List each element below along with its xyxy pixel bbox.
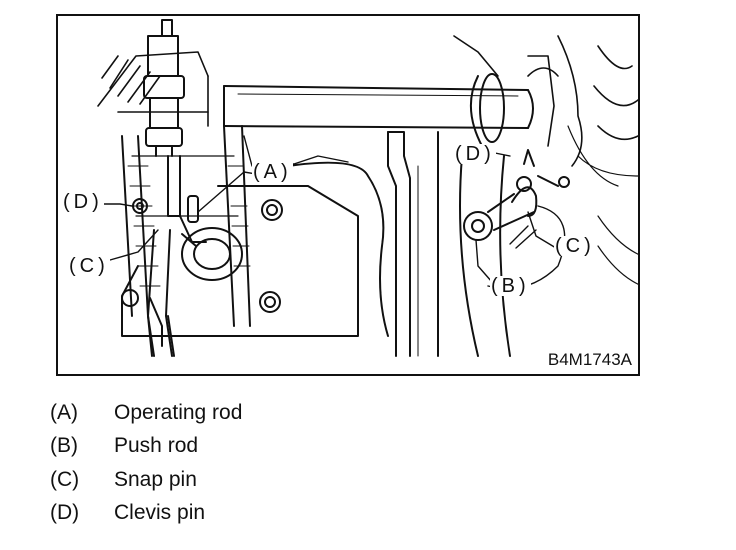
legend: (A) Operating rod (B) Push rod (C) Snap … [50, 396, 242, 530]
legend-key: (C) [50, 467, 80, 491]
legend-label: Clevis pin [114, 501, 206, 525]
pedal-assembly-drawing [97, 19, 638, 357]
master-cylinder-flange [121, 135, 389, 357]
callout-c-left: (C) [68, 255, 110, 277]
callout-b: (B) [490, 275, 531, 297]
left-pedal-arm [121, 125, 251, 327]
lower-rod [147, 229, 173, 357]
adjuster-bolt [143, 19, 185, 157]
operating-rod [132, 155, 207, 247]
callout-d-right: (D) [454, 143, 496, 165]
legend-row: (A) Operating rod [50, 396, 242, 430]
legend-key: (A) [50, 400, 78, 424]
legend-key: (B) [50, 434, 78, 458]
diagram-figure: (A) (D) (C) (D) (C) (B) B4M1743A [56, 14, 640, 376]
callout-d-left: (D) [62, 191, 104, 213]
right-clevis-assembly [459, 149, 570, 357]
callout-a: (A) [252, 161, 293, 183]
upper-bracket [97, 51, 209, 127]
legend-key: (D) [50, 501, 80, 525]
center-pedal-arm [387, 131, 439, 357]
legend-label: Snap pin [114, 467, 197, 491]
legend-label: Push rod [114, 434, 199, 458]
legend-row: (C) Snap pin [50, 463, 242, 497]
legend-row: (B) Push rod [50, 430, 242, 464]
legend-row: (D) Clevis pin [50, 497, 242, 531]
upper-right-bracket [453, 35, 638, 285]
pivot-shaft [223, 73, 534, 147]
legend-label: Operating rod [114, 400, 243, 424]
callout-c-right: (C) [554, 235, 596, 257]
figure-code: B4M1743A [547, 350, 632, 370]
